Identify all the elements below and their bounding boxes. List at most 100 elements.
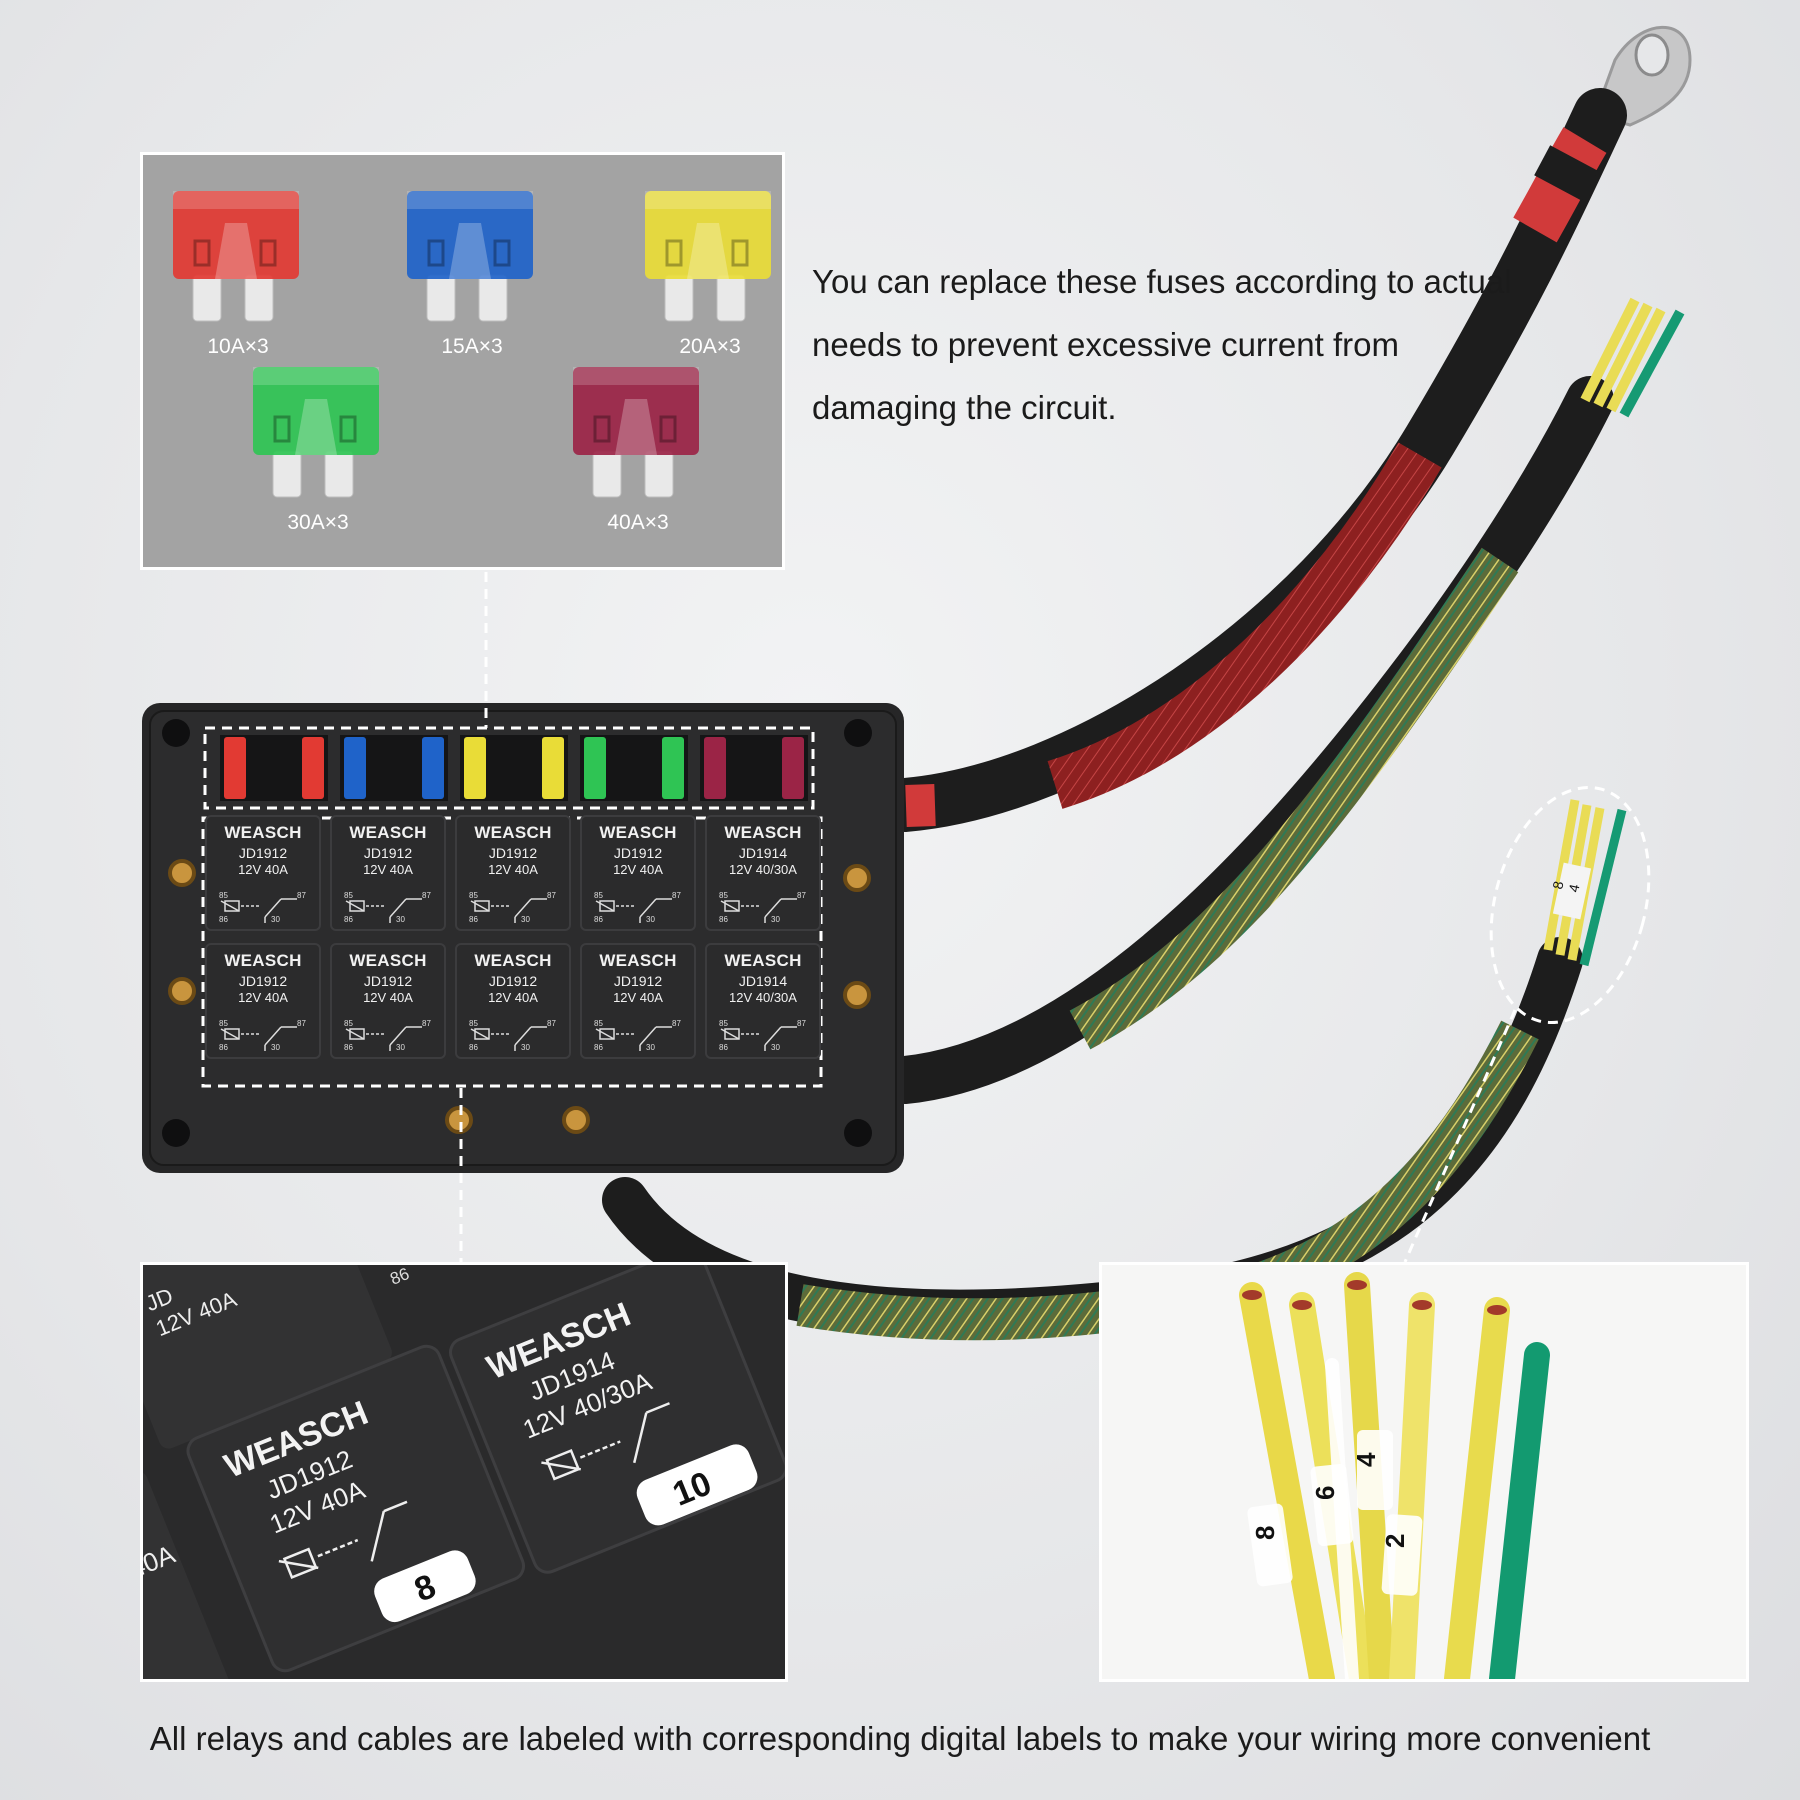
svg-text:30: 30 [521, 1043, 530, 1051]
relay-model: JD1912 [363, 845, 413, 861]
relay-brand: WEASCH [599, 823, 677, 842]
brass-insert [843, 864, 871, 892]
installed-fuse[interactable] [704, 737, 726, 799]
installed-fuse[interactable] [344, 737, 366, 799]
installed-fuse[interactable] [584, 737, 606, 799]
svg-text:87: 87 [797, 891, 806, 900]
svg-text:30: 30 [271, 1043, 280, 1051]
svg-text:85: 85 [719, 891, 728, 900]
exposed-wires-middle [1580, 297, 1685, 418]
battery-cable-red [878, 88, 1627, 832]
svg-text:86: 86 [344, 1043, 353, 1051]
svg-text:85: 85 [469, 1019, 478, 1028]
svg-text:86: 86 [719, 915, 728, 923]
labeled-wires-closeup-panel: 8 6 4 2 [1099, 1262, 1749, 1682]
svg-text:87: 87 [797, 1019, 806, 1028]
fuse-rating-label: 15A×3 [441, 335, 503, 358]
wire-number-4: 4 [1351, 1452, 1381, 1467]
installed-fuse[interactable] [464, 737, 486, 799]
svg-text:85: 85 [219, 891, 228, 900]
relay-closeup-panel: JD 12V 40A 86 WEASCH JD1912 12V 40A 8 WE… [140, 1262, 788, 1682]
svg-text:30: 30 [521, 915, 530, 923]
brass-insert [445, 1106, 473, 1134]
svg-text:86: 86 [719, 1043, 728, 1051]
blade-fuse-icon [573, 367, 699, 498]
relay-rating: 12V 40A [613, 862, 663, 877]
fuse-assortment-panel: 10A×3 15A×3 20A×3 [140, 152, 785, 570]
relay-rating: 12V 40A [363, 862, 413, 877]
svg-text:30: 30 [646, 915, 655, 923]
fuse-rating-label: 30A×3 [287, 511, 349, 534]
fuse-rating-label: 10A×3 [207, 335, 269, 358]
relay-brand: WEASCH [474, 951, 552, 970]
installed-fuse[interactable] [542, 737, 564, 799]
relay-closeup-illustration: JD 12V 40A 86 WEASCH JD1912 12V 40A 8 WE… [143, 1265, 785, 1679]
wire-label-sleeve: 8 [1247, 1503, 1293, 1587]
installed-fuse[interactable] [782, 737, 804, 799]
svg-text:87: 87 [297, 1019, 306, 1028]
svg-text:85: 85 [344, 1019, 353, 1028]
mount-hole [162, 719, 190, 747]
relay-brand: WEASCH [349, 951, 427, 970]
svg-text:87: 87 [422, 1019, 431, 1028]
blade-fuse-icon [407, 191, 533, 322]
blade-fuse-icon [645, 191, 771, 322]
installed-fuse[interactable] [224, 737, 246, 799]
svg-text:87: 87 [297, 891, 306, 900]
svg-text:86: 86 [469, 1043, 478, 1051]
relay-model: JD1912 [363, 973, 413, 989]
brass-insert [168, 859, 196, 887]
svg-text:87: 87 [547, 891, 556, 900]
svg-text:86: 86 [219, 915, 228, 923]
blade-fuse-icon [253, 367, 379, 498]
svg-text:30: 30 [771, 915, 780, 923]
relay-rating: 12V 40/30A [729, 862, 797, 877]
installed-fuse[interactable] [662, 737, 684, 799]
mount-hole [844, 719, 872, 747]
relay-model: JD1912 [488, 845, 538, 861]
svg-text:87: 87 [672, 1019, 681, 1028]
wire-label-sleeve: 6 [1310, 1463, 1354, 1547]
relay-model: JD1912 [613, 973, 663, 989]
svg-text:85: 85 [594, 1019, 603, 1028]
fuse-row-outline [203, 726, 815, 810]
relay-model: JD1912 [238, 845, 288, 861]
relay-model: JD1914 [738, 845, 788, 861]
relay-brand: WEASCH [599, 951, 677, 970]
svg-text:30: 30 [396, 915, 405, 923]
relay-rating: 12V 40/30A [729, 990, 797, 1005]
relay-brand: WEASCH [224, 823, 302, 842]
svg-text:85: 85 [344, 891, 353, 900]
wire-number-2: 2 [1380, 1534, 1410, 1548]
relay-model: JD1914 [738, 973, 788, 989]
fuse-15a: 15A×3 [397, 185, 547, 358]
fuse-rating-label: 40A×3 [607, 511, 669, 534]
svg-text:87: 87 [672, 891, 681, 900]
installed-fuse[interactable] [422, 737, 444, 799]
relay-brand: WEASCH [349, 823, 427, 842]
installed-fuse[interactable] [302, 737, 324, 799]
svg-text:87: 87 [422, 891, 431, 900]
wire-callout-line [1403, 1009, 1517, 1263]
svg-text:85: 85 [469, 891, 478, 900]
harness-cable-middle [881, 376, 1614, 1104]
wire-number-8: 8 [1250, 1526, 1280, 1540]
relay-grid: WEASCH JD1912 12V 40A 85 86 87 30 WEASCH JD… [205, 815, 821, 1080]
installed-fuse-row [220, 735, 808, 801]
svg-text:86: 86 [219, 1043, 228, 1051]
callout-wire-label-4: 4 [1565, 882, 1582, 893]
brass-insert [168, 977, 196, 1005]
svg-text:86: 86 [469, 915, 478, 923]
brass-insert [843, 981, 871, 1009]
